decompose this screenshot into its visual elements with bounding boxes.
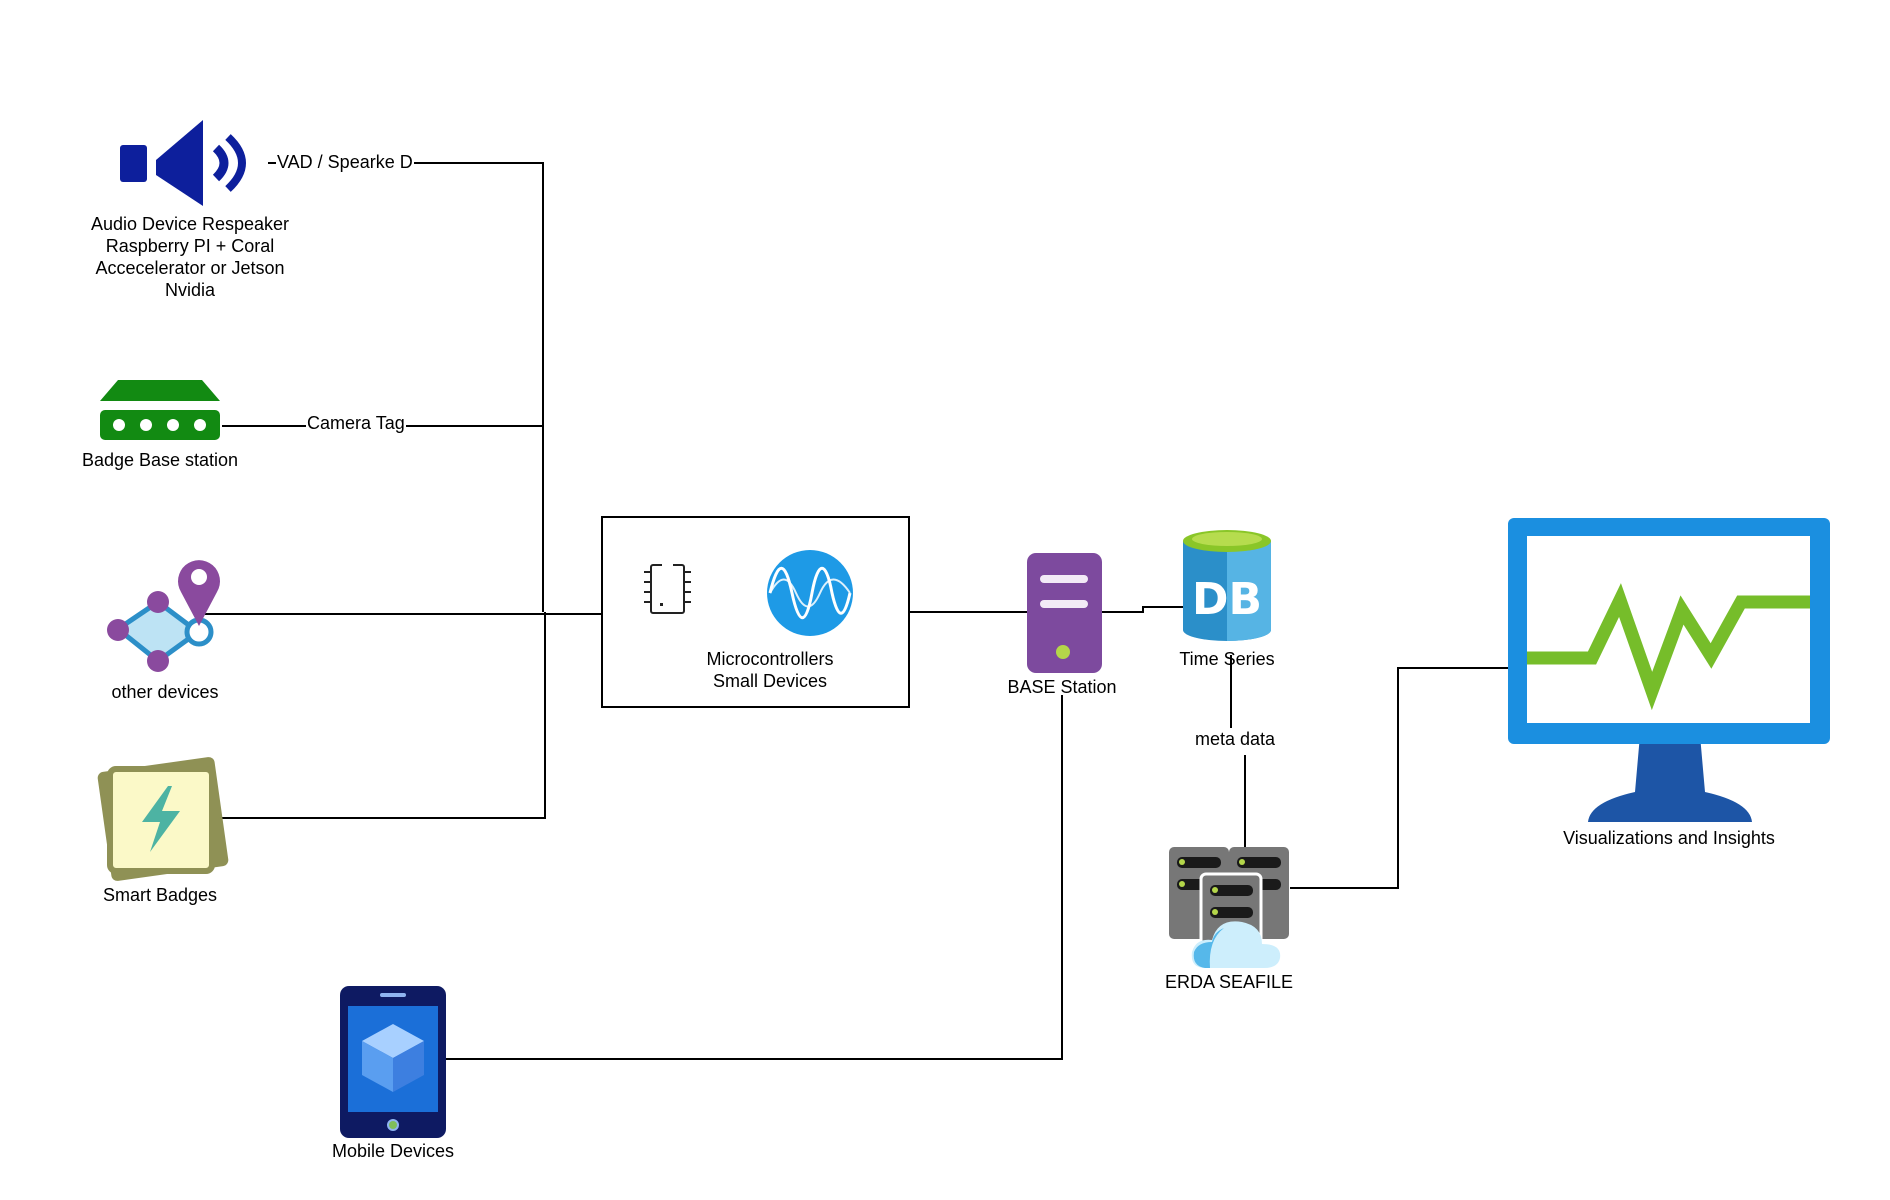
micro-label-line: Microcontrollers — [706, 649, 834, 669]
tablet-cube-icon[interactable] — [340, 986, 446, 1138]
edge-label-audio: VAD / Spearke D — [276, 151, 414, 173]
edge-smart-badges-to-bus — [212, 612, 546, 819]
time-series-label: Time Series — [1179, 649, 1275, 669]
audio-label-line: Raspberry PI + Coral — [105, 236, 275, 256]
badge-base-station-label: Badge Base station — [81, 450, 239, 470]
lightning-badge-icon[interactable] — [97, 756, 229, 881]
microcontrollers-box[interactable] — [601, 516, 910, 708]
database-icon[interactable]: DB — [1183, 530, 1271, 641]
chip-icon — [644, 564, 691, 614]
monitor-pulse-icon[interactable] — [1508, 518, 1830, 822]
audio-device-label: Audio Device Respeaker Raspberry PI + Co… — [80, 213, 300, 301]
edge-mobile-to-base — [445, 695, 1063, 1060]
db-icon-text: DB — [1192, 574, 1262, 625]
micro-label-line: Small Devices — [712, 671, 828, 691]
smart-badges-label: Smart Badges — [102, 885, 218, 905]
audio-label-line: Audio Device Respeaker — [90, 214, 290, 234]
audio-label-line: Nvidia — [164, 280, 216, 300]
erda-seafile-label: ERDA SEAFILE — [1164, 972, 1294, 992]
edge-audio-to-bus — [268, 162, 544, 612]
router-icon[interactable] — [100, 380, 220, 440]
audio-label-line: Accecelerator or Jetson — [95, 258, 285, 278]
location-network-icon[interactable] — [107, 560, 220, 672]
edge-erda-to-viz — [1290, 667, 1508, 889]
edge-label-camera-tag: Camera Tag — [306, 412, 406, 434]
edge-base-to-db — [1102, 606, 1188, 613]
visualizations-label: Visualizations and Insights — [1563, 828, 1775, 848]
edge-label-meta-data: meta data — [1194, 728, 1277, 750]
wave-icon — [767, 550, 853, 636]
other-devices-label: other devices — [111, 682, 219, 702]
base-station-label: BASE Station — [1007, 677, 1117, 697]
connectors — [205, 162, 1508, 1060]
microcontrollers-label: Microcontrollers Small Devices — [660, 648, 880, 692]
mobile-devices-label: Mobile Devices — [331, 1141, 455, 1161]
speaker-icon[interactable] — [120, 120, 246, 206]
server-icon[interactable] — [1027, 553, 1102, 673]
cloud-servers-icon[interactable] — [1169, 847, 1289, 968]
